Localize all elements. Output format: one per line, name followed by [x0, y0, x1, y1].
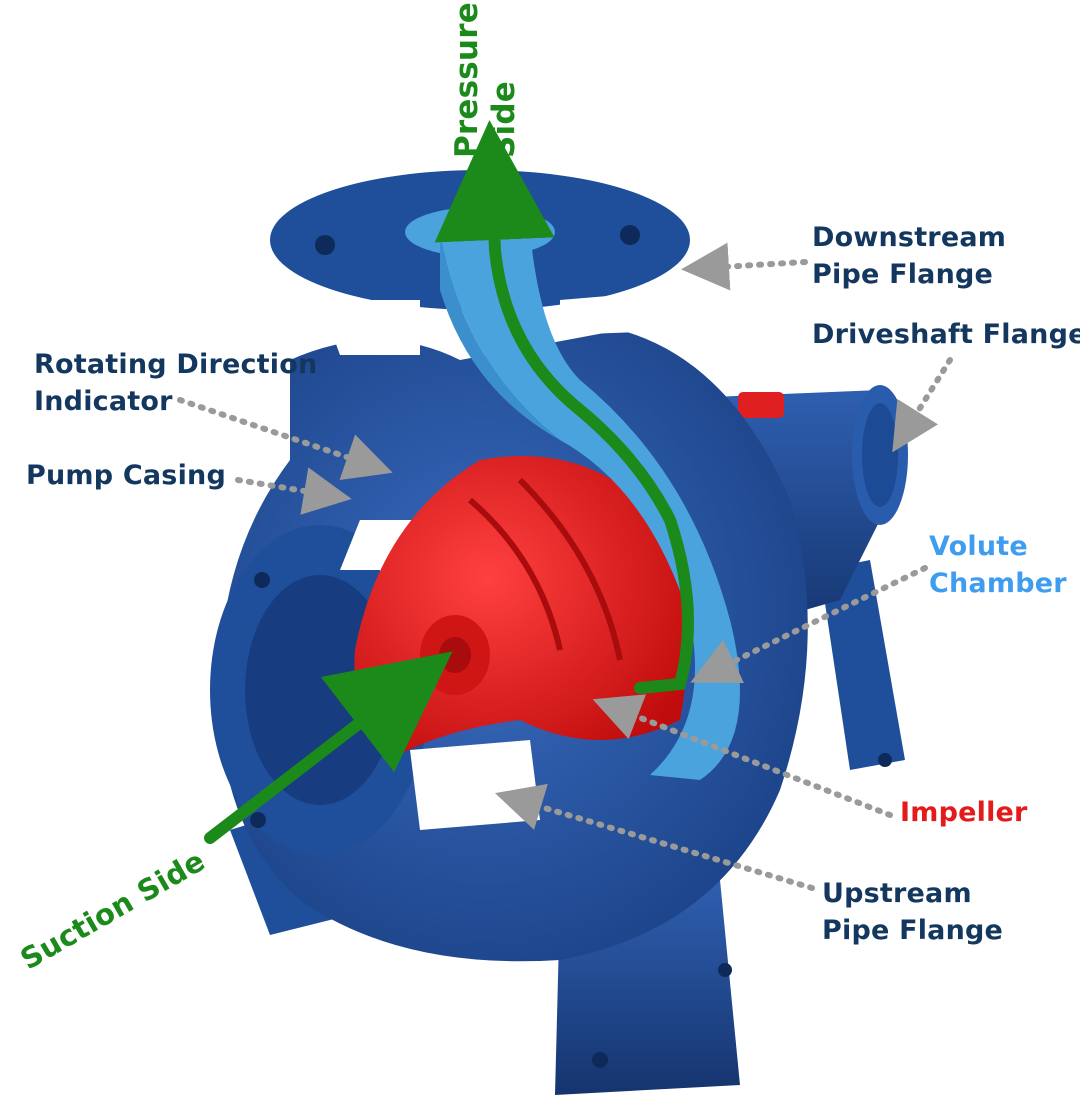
impeller-label: Impeller — [900, 797, 1028, 828]
suction-flow-arrow — [204, 651, 453, 844]
rotating-direction-label-line1: Rotating Direction — [34, 349, 318, 380]
downstream-flange-label-line2: Pipe Flange — [812, 259, 994, 290]
leader-impeller — [592, 694, 893, 818]
leader-rotating-direction — [177, 397, 393, 480]
leader-driveshaft-flange — [892, 357, 953, 453]
volute-chamber — [440, 230, 740, 780]
driveshaft-flange-label: Driveshaft Flange — [812, 319, 1080, 350]
leader-upstream-flange — [495, 783, 815, 891]
pressure-flow-arrow — [434, 120, 694, 694]
pressure-side-label-line2: Side — [486, 81, 522, 158]
upstream-flange-label: Upstream Pipe Flange — [822, 875, 1003, 949]
volute-chamber-label-line1: Volute — [929, 531, 1028, 562]
upstream-flange-label-line1: Upstream — [822, 878, 972, 909]
pump-casing-label: Pump Casing — [26, 460, 226, 491]
pressure-side-label-line1: Pressure — [449, 2, 485, 158]
rotating-direction-label-line2: Indicator — [34, 386, 173, 417]
pressure-side-label: Pressure Side — [449, 2, 529, 158]
volute-chamber-label: Volute Chamber — [929, 528, 1067, 602]
leader-lines — [177, 242, 953, 891]
downstream-flange-label: Downstream Pipe Flange — [812, 219, 1006, 293]
leader-pump-casing — [235, 467, 352, 515]
upstream-flange-label-line2: Pipe Flange — [822, 915, 1004, 946]
downstream-flange-label-line1: Downstream — [812, 222, 1007, 253]
leader-volute-chamber — [690, 565, 928, 684]
leader-downstream-flange — [681, 242, 808, 291]
rotating-direction-label: Rotating Direction Indicator — [34, 346, 317, 420]
volute-chamber-label-line2: Chamber — [929, 568, 1067, 599]
oil-plug — [738, 392, 784, 418]
